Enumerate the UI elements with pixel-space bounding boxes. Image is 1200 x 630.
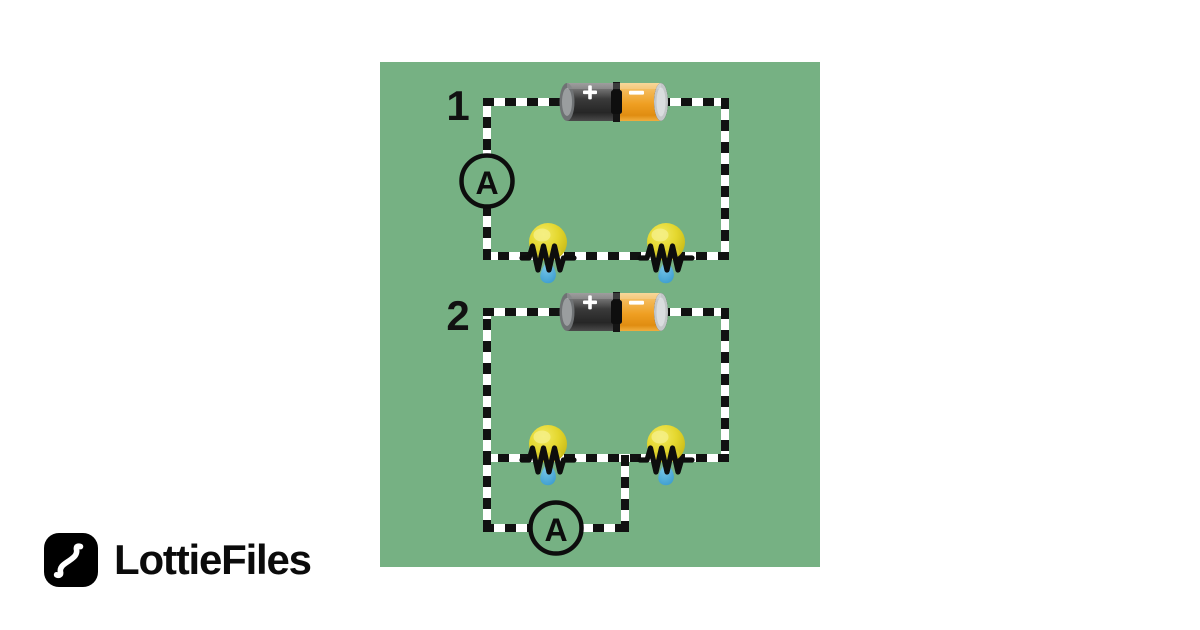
lottiefiles-branding: LottieFiles xyxy=(44,531,312,589)
circuit-illustration-panel: A 1 xyxy=(380,62,820,567)
circuit-2-wire xyxy=(483,308,729,532)
circuit-2-battery xyxy=(559,292,668,332)
circuit-1-number: 1 xyxy=(446,82,469,129)
circuit-2-ammeter: A xyxy=(528,500,584,556)
circuit-1-wire xyxy=(483,98,729,260)
circuit-2-ammeter-label: A xyxy=(544,512,567,548)
circuit-1-wire-underlay xyxy=(483,98,729,260)
circuit-1-battery xyxy=(559,82,668,122)
circuit-1-ammeter-label: A xyxy=(475,165,498,201)
circuit-diagram-svg: A 1 xyxy=(446,82,729,556)
lottiefiles-swoosh-icon xyxy=(53,543,84,579)
lottiefiles-wordmark: LottieFiles xyxy=(114,536,312,583)
circuit-2-wire-underlay xyxy=(483,308,729,532)
circuit-2-number: 2 xyxy=(446,292,469,339)
lottiefiles-logo-mark xyxy=(44,533,98,587)
circuit-1: A 1 xyxy=(446,82,729,283)
circuit-2: A 2 xyxy=(446,292,729,556)
circuit-1-ammeter: A xyxy=(459,153,515,209)
